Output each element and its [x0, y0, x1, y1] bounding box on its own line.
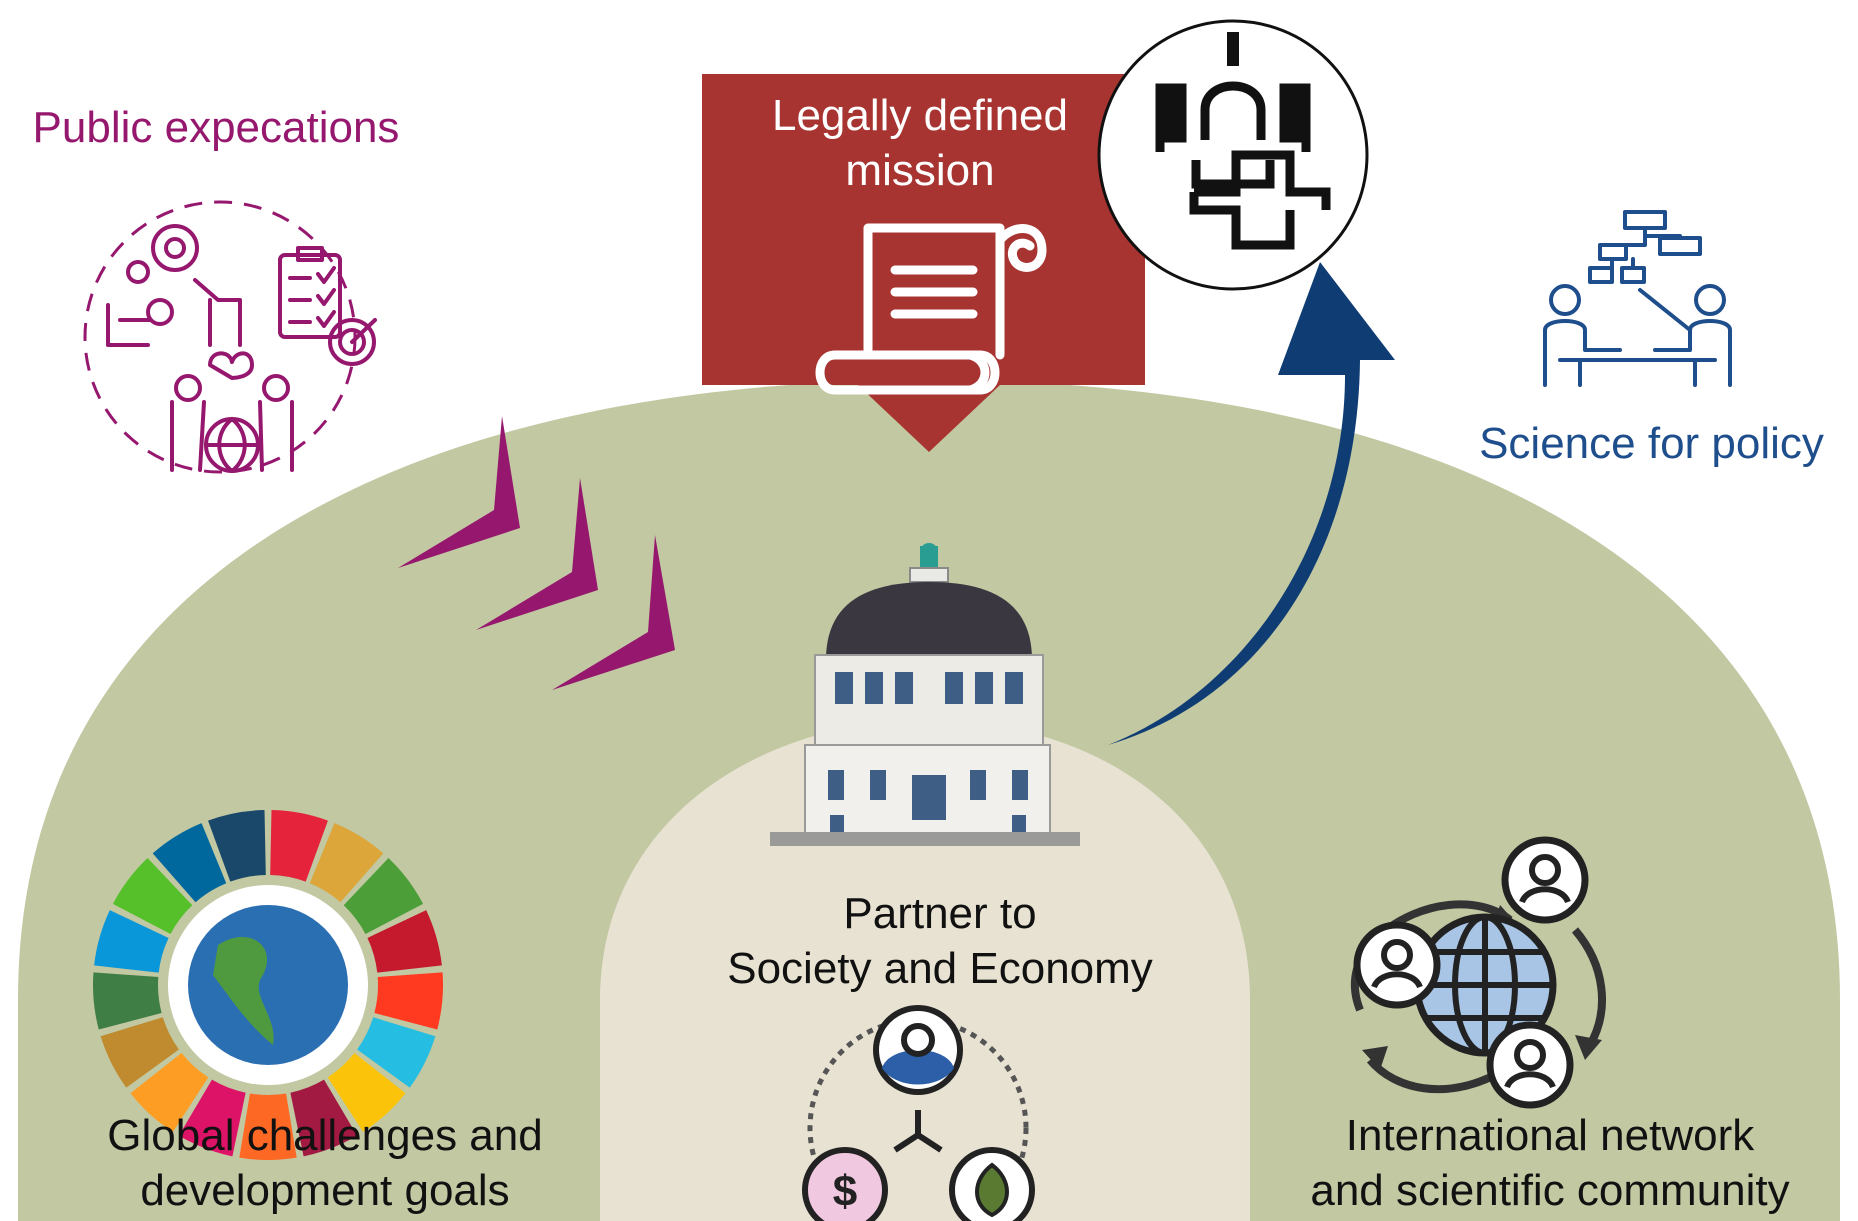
institution-emblem-icon — [1155, 32, 1331, 250]
global-challenges-label: Global challenges and development goals — [40, 1108, 610, 1218]
sdg-segment — [270, 810, 328, 882]
stakeholder-expectations-icon — [106, 224, 377, 473]
sdg-segment — [357, 1017, 436, 1088]
global-line-1: Global challenges and — [107, 1111, 543, 1160]
partner-label: Partner to Society and Economy — [680, 886, 1200, 996]
domed-building-icon — [770, 543, 1080, 846]
sdg-wheel-icon — [93, 810, 443, 1161]
public-expectations-label: Public expecations — [0, 102, 432, 155]
partner-line-1: Partner to — [843, 889, 1037, 938]
policy-arrow — [1108, 262, 1395, 745]
scroll-document-icon — [815, 223, 1047, 395]
sdg-segment — [152, 823, 227, 903]
sdg-segment — [94, 910, 169, 973]
science-for-policy-text: Science for policy — [1479, 419, 1824, 468]
public-expectations-text: Public expecations — [32, 103, 400, 152]
mission-line-2: mission — [845, 146, 995, 195]
people-money-environment-icon: $ — [802, 1005, 1035, 1221]
mission-line-1: Legally defined — [771, 91, 1068, 140]
intl-line-2: and scientific community — [1310, 1166, 1790, 1215]
intl-line-1: International network — [1345, 1111, 1755, 1160]
global-line-2: development goals — [140, 1166, 510, 1215]
sdg-segment — [112, 858, 193, 935]
meeting-orgchart-icon — [1543, 210, 1732, 387]
sdg-segment — [93, 972, 162, 1030]
sdg-segment — [100, 1017, 179, 1088]
sdg-segment — [374, 972, 443, 1030]
sdg-globe-land — [213, 936, 274, 1045]
science-for-policy-label: Science for policy — [1445, 418, 1858, 471]
sdg-segment — [239, 1093, 297, 1161]
chevron-3 — [552, 535, 675, 690]
inner-arch — [600, 720, 1250, 1221]
sdg-segment — [290, 1079, 358, 1157]
svg-text:$: $ — [833, 1167, 857, 1216]
sdg-segment — [208, 810, 266, 882]
sdg-segment — [327, 1053, 406, 1132]
international-network-label: International network and scientific com… — [1260, 1108, 1840, 1218]
chevron-2 — [476, 478, 598, 630]
globe-network-icon — [1350, 836, 1606, 1109]
sdg-segment — [178, 1079, 246, 1157]
mission-banner — [702, 74, 1145, 452]
legally-defined-mission-label: Legally defined mission — [735, 88, 1105, 198]
sdg-segment — [309, 823, 384, 903]
sdg-segment — [367, 910, 442, 973]
partner-line-2: Society and Economy — [727, 944, 1153, 993]
sdg-segment — [130, 1053, 209, 1132]
chevron-1 — [398, 416, 520, 568]
sdg-globe — [188, 905, 348, 1065]
sdg-segment — [343, 858, 424, 935]
